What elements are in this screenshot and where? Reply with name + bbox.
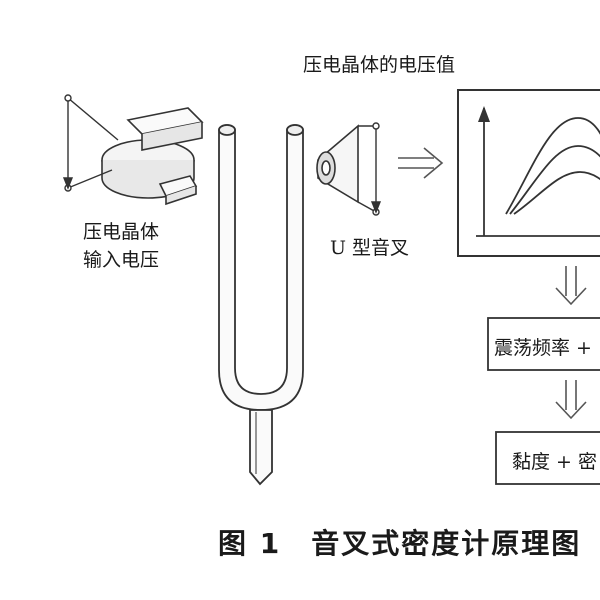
oscillation-box [487,317,600,371]
crystal-output-label: 压电晶体的电压值 [303,54,456,76]
input-electrode-leads [62,94,119,192]
viscosity-box [495,431,600,485]
figure-title: 音叉式密度计原理图 [311,527,582,560]
crystal-input-label-line2: 输入电压 [83,249,160,271]
double-arrow-down-2 [555,380,587,420]
tuning-fork-label: U 型音叉 [330,237,410,259]
figure-caption: 图 1 音叉式密度计原理图 [218,522,581,562]
output-receiver-crystal [316,124,359,204]
figure-number: 图 1 [218,527,282,560]
oscillation-label: 震荡频率 + [494,337,592,359]
crystal-input-label-line1: 压电晶体 [83,221,160,243]
u-tuning-fork [218,124,304,486]
double-arrow-down-1 [555,266,587,306]
viscosity-label: 黏度 + 密 [512,451,597,473]
input-piezo-crystal [101,107,204,206]
double-arrow-right [398,147,444,179]
output-electrode-leads [357,122,382,216]
voltage-plot-panel [457,89,600,257]
